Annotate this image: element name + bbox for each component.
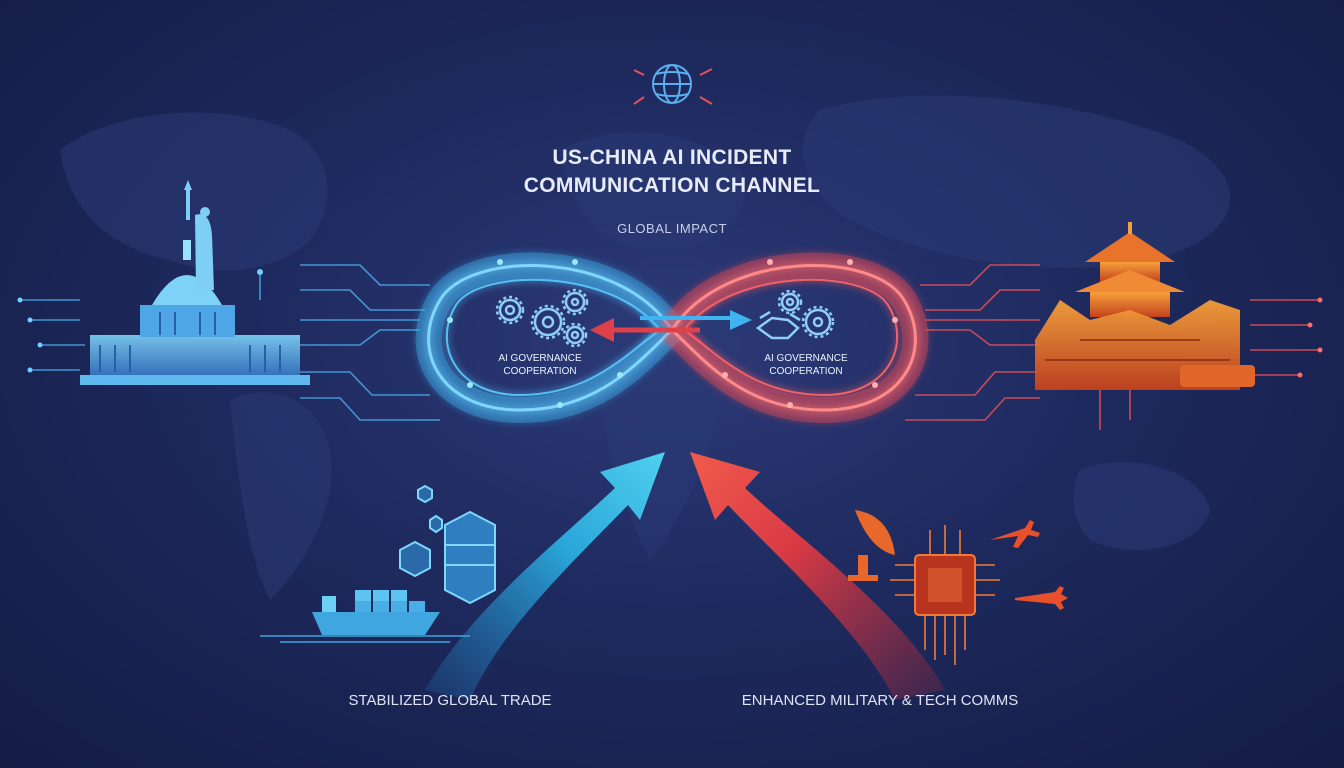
us-channel-loop xyxy=(415,252,683,424)
title-line-2: COMMUNICATION CHANNEL xyxy=(523,174,821,197)
airplane-icon xyxy=(990,520,1068,610)
statue-of-liberty-icon xyxy=(184,180,214,290)
china-loop-nodes xyxy=(722,259,898,408)
china-node-label: AI GOVERNANCE COOPERATION xyxy=(746,352,866,378)
tech-outcome-label: ENHANCED MILITARY & TECH COMMS xyxy=(741,692,1019,709)
subtitle: GLOBAL IMPACT xyxy=(617,221,727,236)
us-circuit-dots xyxy=(17,269,263,373)
microchip-icon xyxy=(890,525,1000,665)
tech-arrow xyxy=(690,452,945,700)
china-circuit-lines xyxy=(905,264,1320,430)
trade-outcome-label: STABILIZED GLOBAL TRADE xyxy=(348,692,552,709)
china-node-line-1: AI GOVERNANCE xyxy=(764,353,848,364)
cargo-ship-icon xyxy=(260,590,470,643)
china-node-line-2: COOPERATION xyxy=(769,366,843,377)
trade-arrow xyxy=(425,452,665,700)
gear-icon xyxy=(777,289,835,339)
us-node-line-2: COOPERATION xyxy=(503,366,577,377)
exchange-arrow-right xyxy=(640,310,752,330)
data-cube-icon xyxy=(399,484,496,605)
page-title: US-CHINA AI INCIDENT COMMUNICATION CHANN… xyxy=(472,144,872,200)
us-circuit-lines xyxy=(20,264,440,421)
great-wall-icon xyxy=(1035,300,1255,390)
handshake-icon xyxy=(755,310,801,340)
us-node-label: AI GOVERNANCE COOPERATION xyxy=(480,352,600,378)
us-node-line-1: AI GOVERNANCE xyxy=(498,353,582,364)
satellite-dish-icon xyxy=(848,510,895,581)
us-capitol-icon xyxy=(80,240,310,385)
us-loop-nodes xyxy=(447,259,623,408)
china-circuit-dots xyxy=(1297,297,1323,378)
title-line-1: US-CHINA AI INCIDENT xyxy=(552,146,792,169)
exchange-arrow-left xyxy=(590,318,700,342)
gear-icon xyxy=(495,288,589,348)
globe-icon xyxy=(633,64,713,105)
china-channel-loop xyxy=(661,252,929,424)
